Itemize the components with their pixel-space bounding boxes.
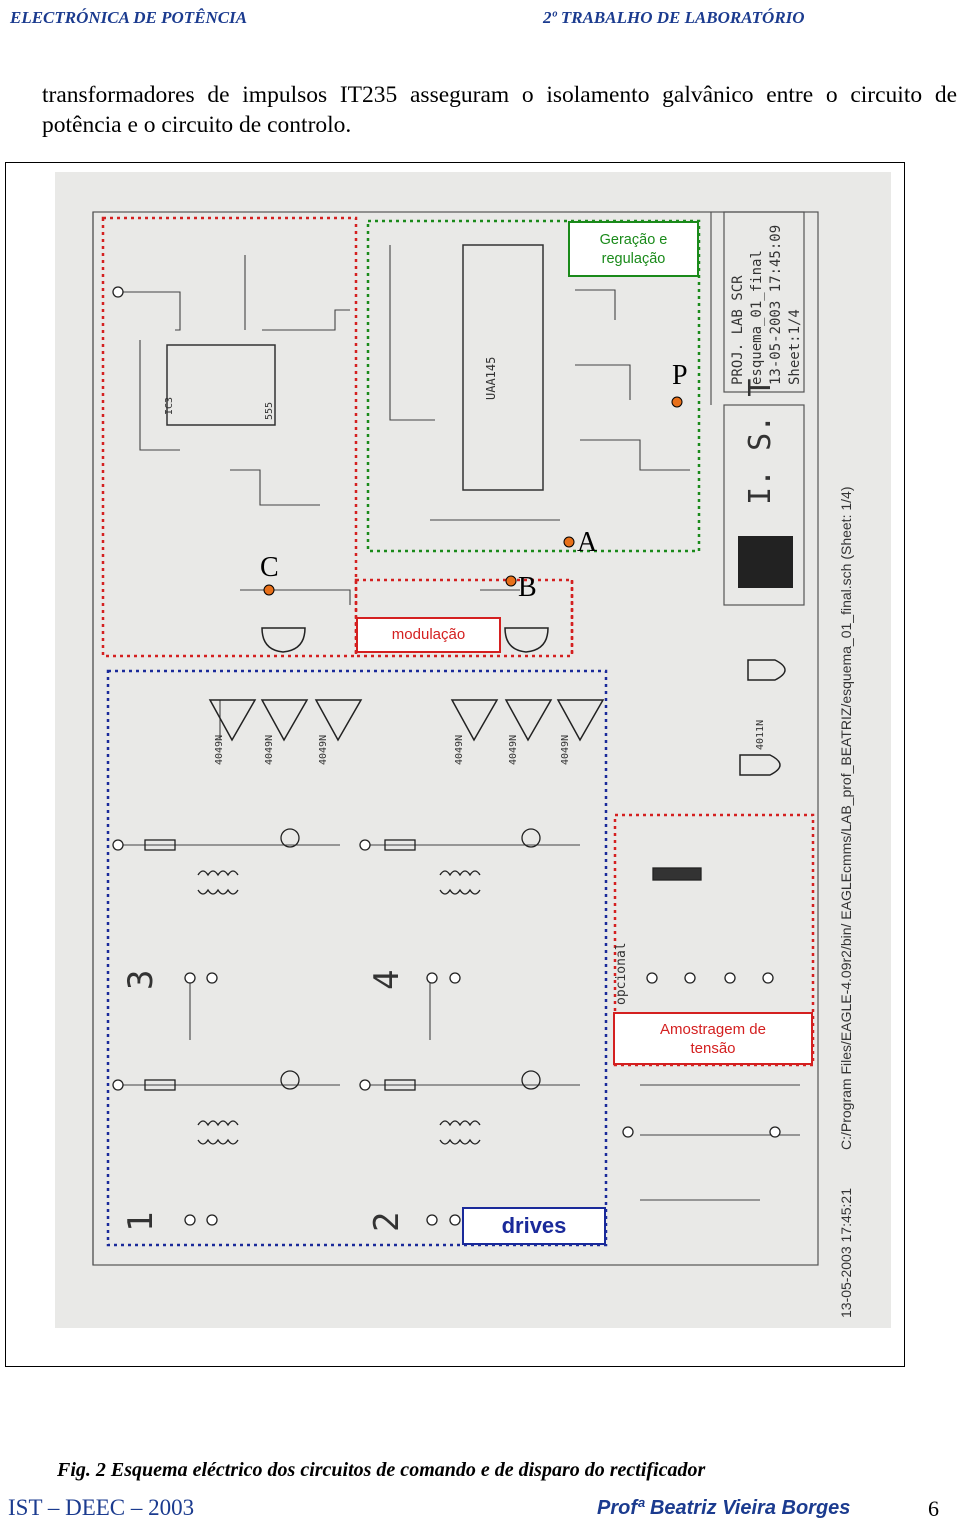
title-block	[723, 211, 805, 393]
node-points	[263, 396, 683, 596]
svg-text:4049N: 4049N	[508, 735, 519, 765]
svg-text:4049N: 4049N	[560, 735, 571, 765]
intro-paragraph: transformadores de impulsos IT235 assegu…	[42, 82, 957, 138]
label-amostragem: Amostragem de tensão	[613, 1012, 813, 1065]
node-B	[505, 575, 517, 587]
footer-institution: IST – DEEC – 2003	[8, 1495, 195, 1520]
figure-caption: Fig. 2 Esquema eléctrico dos circuitos d…	[57, 1459, 706, 1481]
ic3-555-chip	[166, 344, 276, 426]
terminals	[112, 286, 781, 1226]
nand-gates	[261, 627, 786, 776]
point-P: P	[672, 360, 688, 391]
555-text: 555	[264, 402, 275, 420]
header-course: ELECTRÓNICA DE POTÊNCIA	[10, 8, 248, 27]
inverter-gates	[208, 699, 605, 742]
ic-chips	[166, 244, 544, 491]
ist-text: I. S. T	[743, 379, 778, 505]
it-logo	[738, 536, 793, 588]
sheet-path-text: C:/Program Files/EAGLE-4.09r2/bin/ EAGLE…	[838, 487, 854, 1150]
title-line-2: esquema_01_final	[749, 250, 765, 385]
label-geracao: Geração e regulação	[568, 221, 699, 277]
svg-text:4049N: 4049N	[214, 735, 225, 765]
blue-block	[106, 669, 608, 1247]
page-number: 6	[928, 1496, 939, 1521]
wiring	[118, 245, 800, 1201]
node-P	[671, 396, 683, 408]
footer-author: Profª Beatriz Vieira Borges	[597, 1497, 851, 1519]
svg-text:4049N: 4049N	[454, 735, 465, 765]
channel-2: 2	[367, 1212, 407, 1232]
channel-3: 3	[121, 970, 161, 990]
red-block-amostragem	[613, 813, 815, 1067]
point-A: A	[577, 527, 598, 558]
label-modulacao: modulação	[356, 617, 501, 653]
title-line-1: PROJ. LAB SCR	[730, 275, 746, 385]
svg-text:4049N: 4049N	[318, 735, 329, 765]
title-line-3: 13-05-2003 17:45:09	[768, 225, 784, 385]
point-B: B	[518, 572, 537, 603]
label-drives: drives	[462, 1207, 606, 1245]
ic3-text: IC3	[164, 397, 175, 415]
svg-text:4049N: 4049N	[264, 735, 275, 765]
green-block	[366, 219, 701, 553]
node-A	[563, 536, 575, 548]
red-block-left	[101, 216, 358, 658]
channel-4: 4	[367, 970, 407, 990]
channel-1: 1	[121, 1212, 161, 1232]
drive-stages	[144, 828, 702, 1145]
opcional-text: opcional	[614, 942, 629, 1005]
header-lab: 2º TRABALHO DE LABORATÓRIO	[543, 8, 805, 27]
point-C: C	[260, 552, 279, 583]
ist-logo-block	[723, 404, 805, 606]
date-text: 13-05-2003 17:45:21	[838, 1188, 854, 1318]
title-line-4: Sheet:1/4	[787, 309, 803, 385]
node-C	[263, 584, 275, 596]
uaa145-text: UAA145	[484, 357, 498, 400]
uaa145-chip	[462, 244, 544, 491]
svg-text:4011N: 4011N	[755, 720, 766, 750]
